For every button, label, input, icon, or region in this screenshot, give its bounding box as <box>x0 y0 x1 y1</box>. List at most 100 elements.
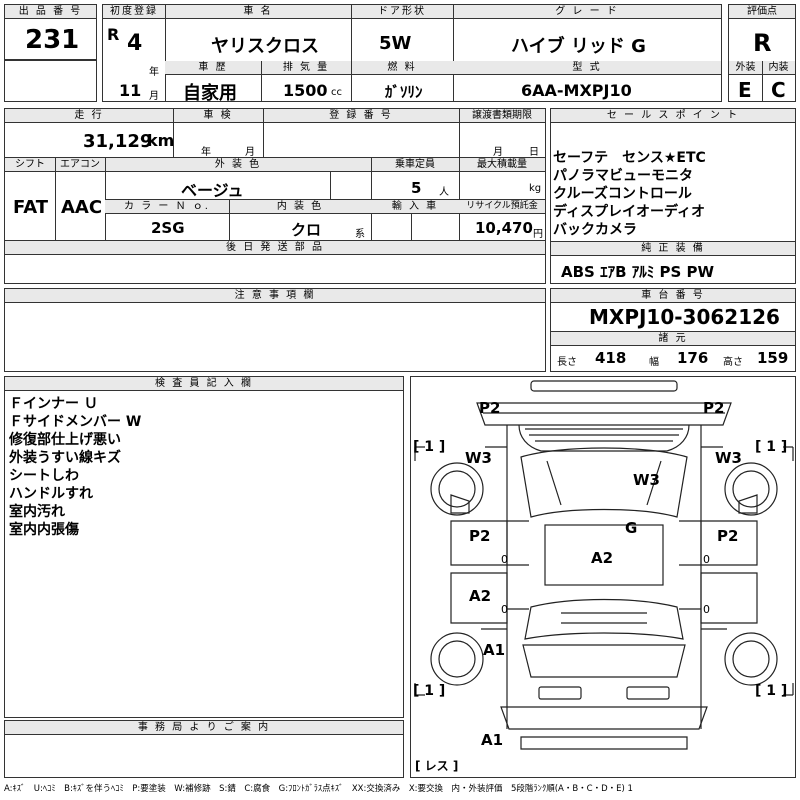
aircon: AAC <box>61 197 103 218</box>
inspector-title: 検 査 員 記 入 欄 <box>5 377 403 391</box>
color-no-label: カ ラ ー Ｎ ｏ. <box>105 200 229 214</box>
spec-title: 諸 元 <box>551 332 795 346</box>
transfer-deadline-label: 譲渡書類期限 <box>459 109 545 123</box>
score-label: 評価点 <box>729 5 795 19</box>
ext-color: ベージュ <box>181 181 244 200</box>
door-label: ドア形状 <box>351 5 453 19</box>
inspector-item: 修復部仕上げ悪い <box>9 432 121 448</box>
color-no: 2SG <box>151 219 185 237</box>
month-unit: 月 <box>149 91 159 102</box>
year-unit: 年 <box>149 67 159 78</box>
capacity-label: 乗車定員 <box>371 158 459 172</box>
later-parts-label: 後 日 発 送 部 品 <box>5 241 545 255</box>
chassis-title: 車 台 番 号 <box>551 289 795 303</box>
deadline-month-unit: 月 <box>493 147 503 158</box>
sales-point-item: バックカメラ <box>553 222 637 238</box>
int-color-label: 内 装 色 <box>229 200 371 214</box>
km-unit: km <box>147 131 175 150</box>
insp-year-unit: 年 <box>201 147 211 158</box>
inspection-label: 車 検 <box>173 109 263 123</box>
mark-w3-left: W3 <box>465 449 492 467</box>
mark-zero-2: 0 <box>501 603 508 616</box>
deadline-day-unit: 日 <box>529 147 539 158</box>
first-reg-year: 4 <box>127 31 143 56</box>
era: R <box>107 25 120 44</box>
inspector-box: 検 査 員 記 入 欄 Ｆインナー Ｕ Ｆサイドメンバー W 修復部仕上げ悪い … <box>4 376 404 718</box>
displacement-label: 排 気 量 <box>261 61 351 75</box>
notes-box: 注 意 事 項 欄 <box>4 288 546 372</box>
length: 418 <box>595 349 627 367</box>
notes-title: 注 意 事 項 欄 <box>5 289 545 303</box>
grade-label: グ レ ー ド <box>453 5 721 19</box>
mark-bracket-left-bottom: [ 1 ] <box>413 683 446 699</box>
inspector-item: Ｆインナー Ｕ <box>9 396 98 412</box>
reg-no-label: 登 録 番 号 <box>263 109 459 123</box>
grade: ハイブ リッド G <box>511 36 646 57</box>
cc-unit: cc <box>331 87 342 98</box>
mark-a2-center: A2 <box>591 549 614 567</box>
series-unit: 系 <box>355 229 365 240</box>
car-name: ヤリスクロス <box>211 36 319 57</box>
chassis-number: MXPJ10-3062126 <box>589 305 780 329</box>
mark-bracket-right-bottom: [ 1 ] <box>755 683 788 699</box>
info-block: 走 行 車 検 登 録 番 号 譲渡書類期限 31,129 km 年 月 月 日… <box>4 108 546 284</box>
height-label: 高さ <box>723 357 743 368</box>
lot-number-box: 出 品 番 号 231 <box>4 4 97 60</box>
sales-point-item: クルーズコントロール <box>553 186 692 202</box>
inspector-item: シートしわ <box>9 468 79 484</box>
sales-point-item: ディスプレイオーディオ <box>553 204 706 220</box>
first-reg-label: 初度登録 <box>103 5 165 19</box>
chassis-box: 車 台 番 号 MXPJ10-3062126 諸 元 長さ 418 幅 176 … <box>550 288 796 372</box>
inspector-list: Ｆインナー Ｕ Ｆサイドメンバー W 修復部仕上げ悪い 外装うすい線キズ シート… <box>9 395 141 539</box>
lot-number: 231 <box>25 25 80 55</box>
max-load-label: 最大積載量 <box>459 158 545 172</box>
mark-p2-right-door: P2 <box>717 527 739 545</box>
shift: FAT <box>13 197 49 218</box>
insp-month-unit: 月 <box>245 147 255 158</box>
height: 159 <box>757 349 789 367</box>
ext-color-label: 外 装 色 <box>105 158 371 172</box>
score-box: 評価点 R 外装 内装 E C <box>728 4 796 102</box>
first-reg-month: 11 <box>119 81 142 100</box>
car-outline-drawing <box>414 380 794 750</box>
mark-a1-bottom: A1 <box>481 731 504 749</box>
sales-point-item: パノラマビューモニタ <box>553 168 693 184</box>
interior-label: 内装 <box>762 61 795 75</box>
mark-zero-3: 0 <box>703 553 710 566</box>
inspector-item: 室内内張傷 <box>9 522 79 538</box>
sales-point-item: セーフテ センス★ETC <box>553 150 706 166</box>
mileage-label: 走 行 <box>5 109 173 123</box>
vehicle-header: 初度登録 車 名 ドア形状 グ レ ー ド R 4 年 ヤリスクロス 5W ハイ… <box>102 4 722 104</box>
interior-grade: C <box>771 78 786 102</box>
exterior-grade: E <box>738 78 752 102</box>
person-unit: 人 <box>439 187 449 198</box>
sales-points-list: セーフテ センス★ETC パノラマビューモニタ クルーズコントロール ディスプレ… <box>553 149 706 239</box>
mark-less: [ レス ] <box>415 759 459 773</box>
mark-p2-left-door: P2 <box>469 527 491 545</box>
inspector-item: ハンドルすれ <box>9 486 93 502</box>
recycle: 10,470 <box>475 219 533 237</box>
yen-unit: 円 <box>533 229 543 240</box>
fuel-label: 燃 料 <box>351 61 453 75</box>
displacement: 1500 <box>283 81 328 100</box>
import-label: 輸 入 車 <box>371 200 459 214</box>
inspector-item: 外装うすい線キズ <box>9 450 121 466</box>
model-code-label: 型 式 <box>453 61 721 75</box>
history-label: 車 歴 <box>165 61 261 75</box>
mark-bracket-left-top: [ 1 ] <box>413 439 446 455</box>
sales-points-title: セ ー ル ス ポ イ ン ト <box>551 109 795 123</box>
mark-p2-top-left: P2 <box>479 399 501 417</box>
recycle-label: リサイクル預託金 <box>459 200 545 214</box>
inspector-item: 室内汚れ <box>9 504 65 520</box>
door-type: 5W <box>379 33 412 54</box>
inspector-item: Ｆサイドメンバー W <box>9 414 142 430</box>
fuel: ｶﾞｿﾘﾝ <box>385 83 423 101</box>
mark-a1-left: A1 <box>483 641 506 659</box>
car-diagram: P2 P2 [ 1 ] [ 1 ] W3 W3 W3 G P2 P2 A2 A2… <box>410 376 796 778</box>
mark-a2-left-door: A2 <box>469 587 492 605</box>
kg-unit: kg <box>529 183 542 194</box>
mark-zero-4: 0 <box>703 603 710 616</box>
lot-number-blank <box>4 60 97 102</box>
shift-label: シフト <box>5 158 55 172</box>
capacity: 5 <box>411 179 422 197</box>
